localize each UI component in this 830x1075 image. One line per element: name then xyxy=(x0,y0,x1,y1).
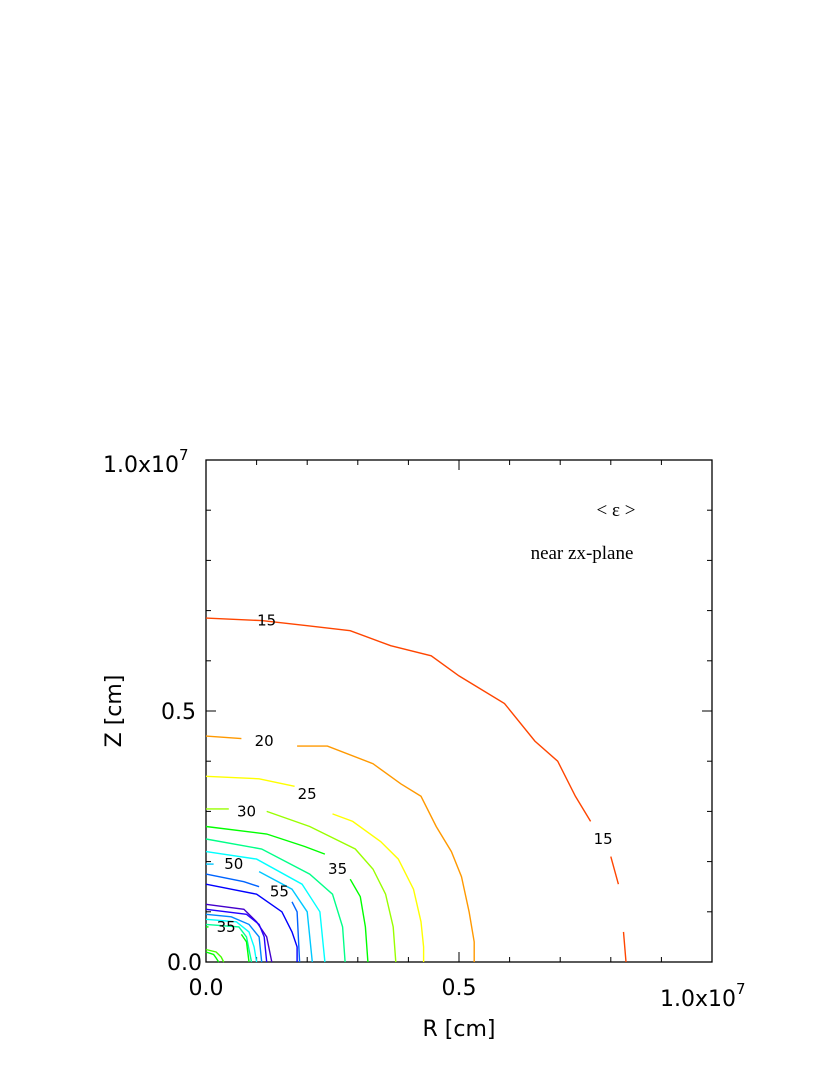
y-tick-label-0: 0.0 xyxy=(167,951,202,976)
contour-45-line-6-0 xyxy=(205,850,326,963)
contour-label-15-0-1: 15 xyxy=(594,830,613,848)
contour-lines xyxy=(205,617,627,963)
contour-35-line-17-0 xyxy=(205,951,220,963)
x-tick-label-2-exponent: 7 xyxy=(736,980,746,998)
contour-25-line-2-1 xyxy=(332,813,425,962)
contour-60-line-9-0 xyxy=(205,883,298,962)
x-axis-title: R [cm] xyxy=(423,1017,496,1042)
contour-35-line-15-1 xyxy=(240,934,250,963)
y-tick-label-1: 0.5 xyxy=(161,700,196,725)
contour-15-line-0-1 xyxy=(610,856,620,885)
contour-label-25-2-0: 25 xyxy=(298,785,317,803)
y-tick-label-2-exponent: 7 xyxy=(179,446,189,464)
contour-25-line-2-0 xyxy=(205,775,295,787)
axis-ticks xyxy=(205,459,713,963)
contour-30-line-16-0 xyxy=(205,948,225,963)
contour-35-line-4-1 xyxy=(349,878,369,963)
y-axis-title: Z [cm] xyxy=(102,675,127,748)
contour-40-line-14-0 xyxy=(205,923,253,963)
contour-35-line-4-0 xyxy=(205,825,326,855)
contour-label-30-3-0: 30 xyxy=(237,802,256,820)
annotation-near-zx-plane: near zx-plane xyxy=(531,543,634,564)
contour-45-line-13-0 xyxy=(205,918,258,963)
annotation-epsilon: < ε > xyxy=(597,500,636,521)
contour-labels: 15 15 20 25 30 35 50 55 35 xyxy=(217,612,613,936)
contour-15-line-0-2 xyxy=(622,931,627,963)
contour-label-50-7-0: 50 xyxy=(224,855,243,873)
contour-55-line-8-1 xyxy=(291,901,301,963)
contour-label-35-15-0: 35 xyxy=(217,918,236,936)
contour-60-line-11-0 xyxy=(205,908,268,963)
contour-label-20-1-0: 20 xyxy=(255,732,274,750)
y-tick-label-2-mantissa: 1.0x10 xyxy=(103,453,179,478)
x-tick-label-2: 1.0x107 xyxy=(660,980,746,1012)
x-tick-label-1: 0.5 xyxy=(442,976,477,1001)
contour-label-35-4-0: 35 xyxy=(328,860,347,878)
contour-50-line-12-0 xyxy=(205,913,263,963)
contour-20-line-1-1 xyxy=(297,745,475,962)
x-tick-label-2-mantissa: 1.0x10 xyxy=(660,987,736,1012)
contour-55-line-8-0 xyxy=(205,873,260,888)
contour-40-line-5-0 xyxy=(205,838,346,963)
contour-50-line-7-1 xyxy=(258,870,313,963)
y-tick-label-2: 1.0x107 xyxy=(103,446,189,478)
contour-30-line-3-1 xyxy=(266,810,397,963)
contour-15-line-0-0 xyxy=(205,617,592,822)
contour-20-line-1-0 xyxy=(205,735,242,740)
x-tick-label-0: 0.0 xyxy=(189,976,224,1001)
contour-label-15-0-0: 15 xyxy=(257,612,276,630)
contour-label-55-8-0: 55 xyxy=(270,883,289,901)
